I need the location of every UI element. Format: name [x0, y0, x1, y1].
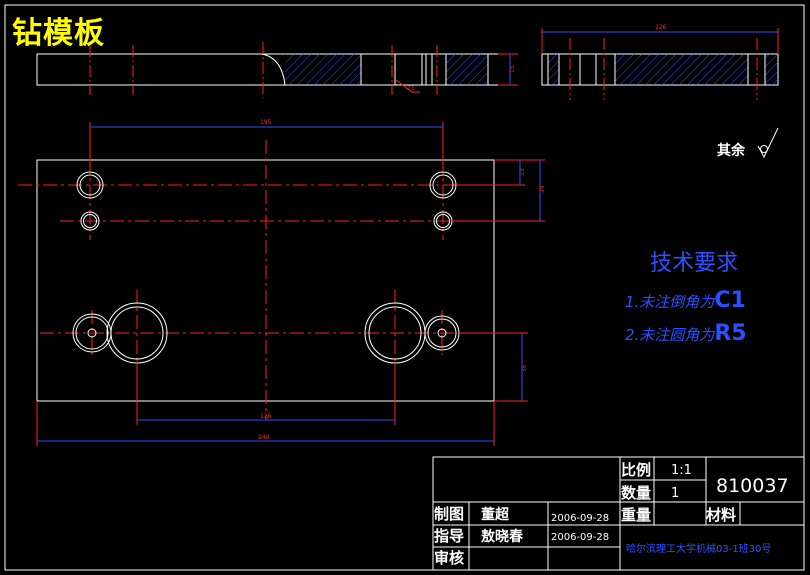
drawn-name: 董超 — [481, 506, 510, 523]
dim-195: 195 — [260, 119, 272, 126]
weight-label: 重量 — [621, 506, 651, 524]
tech-req-line2: 2.未注圆角为R5 — [625, 321, 747, 346]
guide-name: 敖晓春 — [481, 528, 524, 545]
school-name: 哈尔滨理工大学机械03-1班30号 — [626, 542, 771, 555]
dim-126-top: 126 — [655, 24, 667, 31]
qty-label: 数量 — [621, 484, 651, 502]
tech-req-heading: 技术要求 — [650, 251, 738, 276]
scale-label: 比例 — [621, 461, 651, 479]
dim-15: 15 — [509, 65, 516, 73]
scale-value: 1:1 — [671, 463, 692, 478]
tech-req-line1-text: 1.未注倒角为 — [625, 293, 715, 311]
plan-view: 195 126 240 13 39 36 — [18, 119, 546, 446]
surface-finish-label: 其余 — [717, 142, 746, 159]
drawing-frame — [4, 4, 805, 571]
title-block — [432, 456, 805, 571]
material-label: 材料 — [706, 506, 736, 524]
drawn-label: 制图 — [434, 505, 464, 523]
roughness-symbol — [757, 127, 779, 159]
drawn-date: 2006-09-28 — [551, 513, 609, 524]
dim-36: 36 — [521, 364, 528, 372]
dim-240: 240 — [258, 434, 270, 441]
dim-13: 13 — [519, 168, 526, 176]
guide-label: 指导 — [434, 527, 464, 545]
qty-value: 1 — [671, 486, 679, 501]
section-view-right: 126 — [541, 24, 779, 100]
dim-126-bottom: 126 — [260, 413, 272, 420]
review-label: 审核 — [434, 549, 464, 567]
tech-req-line1: 1.未注倒角为C1 — [625, 288, 746, 313]
guide-date: 2006-09-28 — [551, 532, 609, 543]
dim-39: 39 — [539, 185, 546, 193]
tech-req-line1-code: C1 — [714, 288, 745, 313]
section-view-left: 15 21 — [36, 42, 518, 98]
drawing-number: 810037 — [716, 475, 789, 497]
dim-21: 21 — [407, 85, 415, 92]
tech-req-line2-text: 2.未注圆角为 — [625, 326, 715, 344]
drawing-title: 钻模板 — [12, 16, 105, 51]
tech-req-line2-code: R5 — [714, 321, 746, 346]
